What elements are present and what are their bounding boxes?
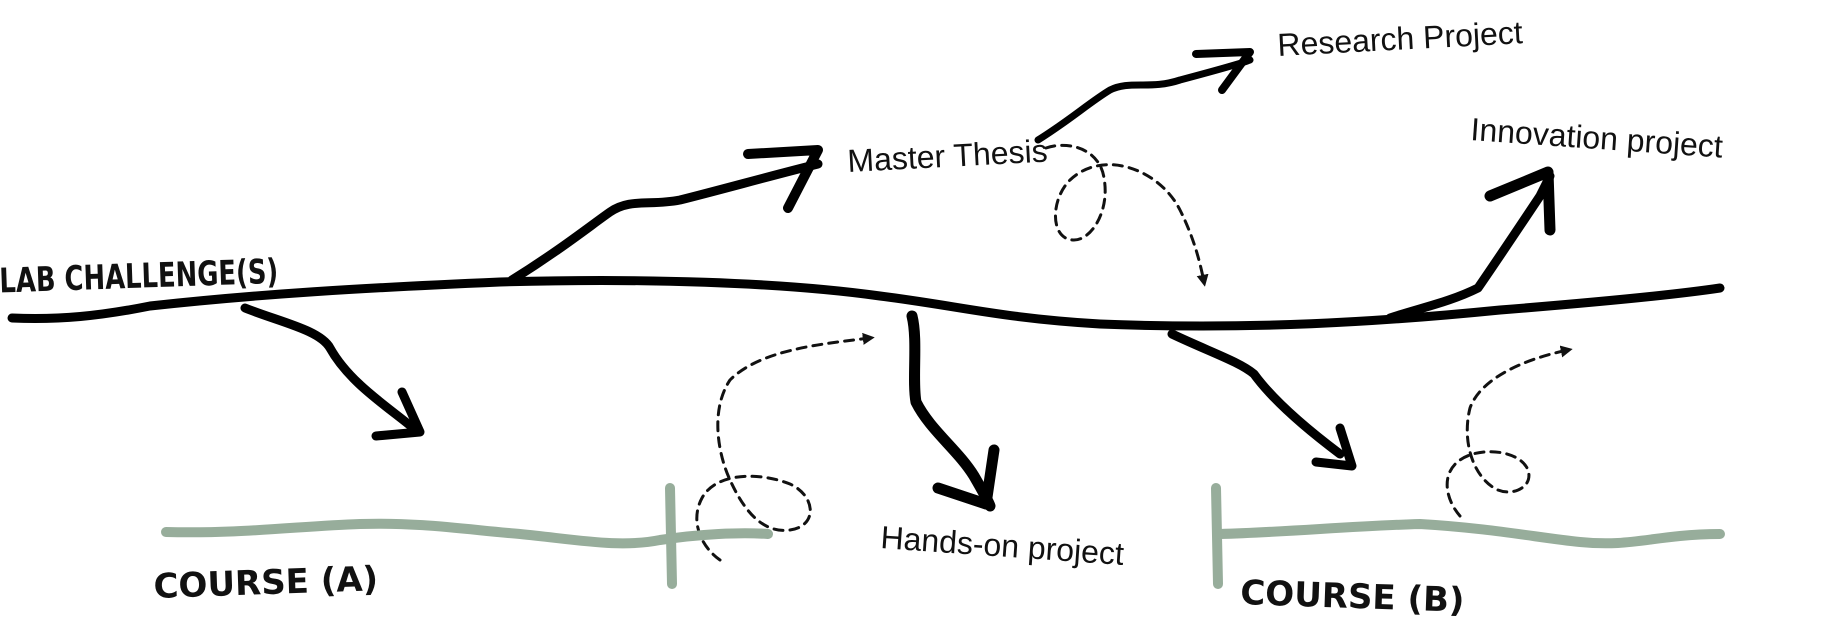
dashed-loop-master-thesis (1044, 143, 1209, 287)
label-master-thesis: Master Thesis (846, 133, 1048, 179)
branch-arrow-research-project-head (1192, 48, 1254, 94)
branch-arrow-research-project (1034, 56, 1254, 144)
label-lab-challenges: LAB CHALLENGE(S) (0, 252, 279, 301)
branch-arrow-hands-on (906, 310, 996, 512)
branch-arrow-down-left-head (371, 387, 425, 441)
course-a-end-bar (665, 483, 677, 589)
dashed-loop-course-b (1445, 345, 1573, 518)
label-research-project: Research Project (1276, 14, 1523, 63)
branch-arrow-down-right (1167, 329, 1345, 459)
branch-arrow-down-right-head (1311, 423, 1357, 471)
lab-challenge-line (7, 276, 1725, 331)
branch-arrow-hands-on-head (932, 444, 1000, 510)
branch-arrow-down-left (240, 303, 423, 437)
label-course-b: COURSE (B) (1240, 573, 1465, 621)
dashed-loop-course-a (695, 332, 875, 562)
branch-arrow-master-thesis-head (743, 145, 823, 213)
label-course-a: COURSE (A) (153, 559, 379, 607)
branch-arrow-master-thesis (507, 159, 823, 285)
course-b-line (1215, 519, 1725, 549)
course-a-line (161, 518, 773, 549)
branch-arrow-innovation (1385, 171, 1555, 323)
label-innovation-project: Innovation project (1470, 111, 1725, 165)
label-hands-on-project: Hands-on project (880, 519, 1126, 572)
branch-arrow-innovation-head (1484, 166, 1556, 236)
